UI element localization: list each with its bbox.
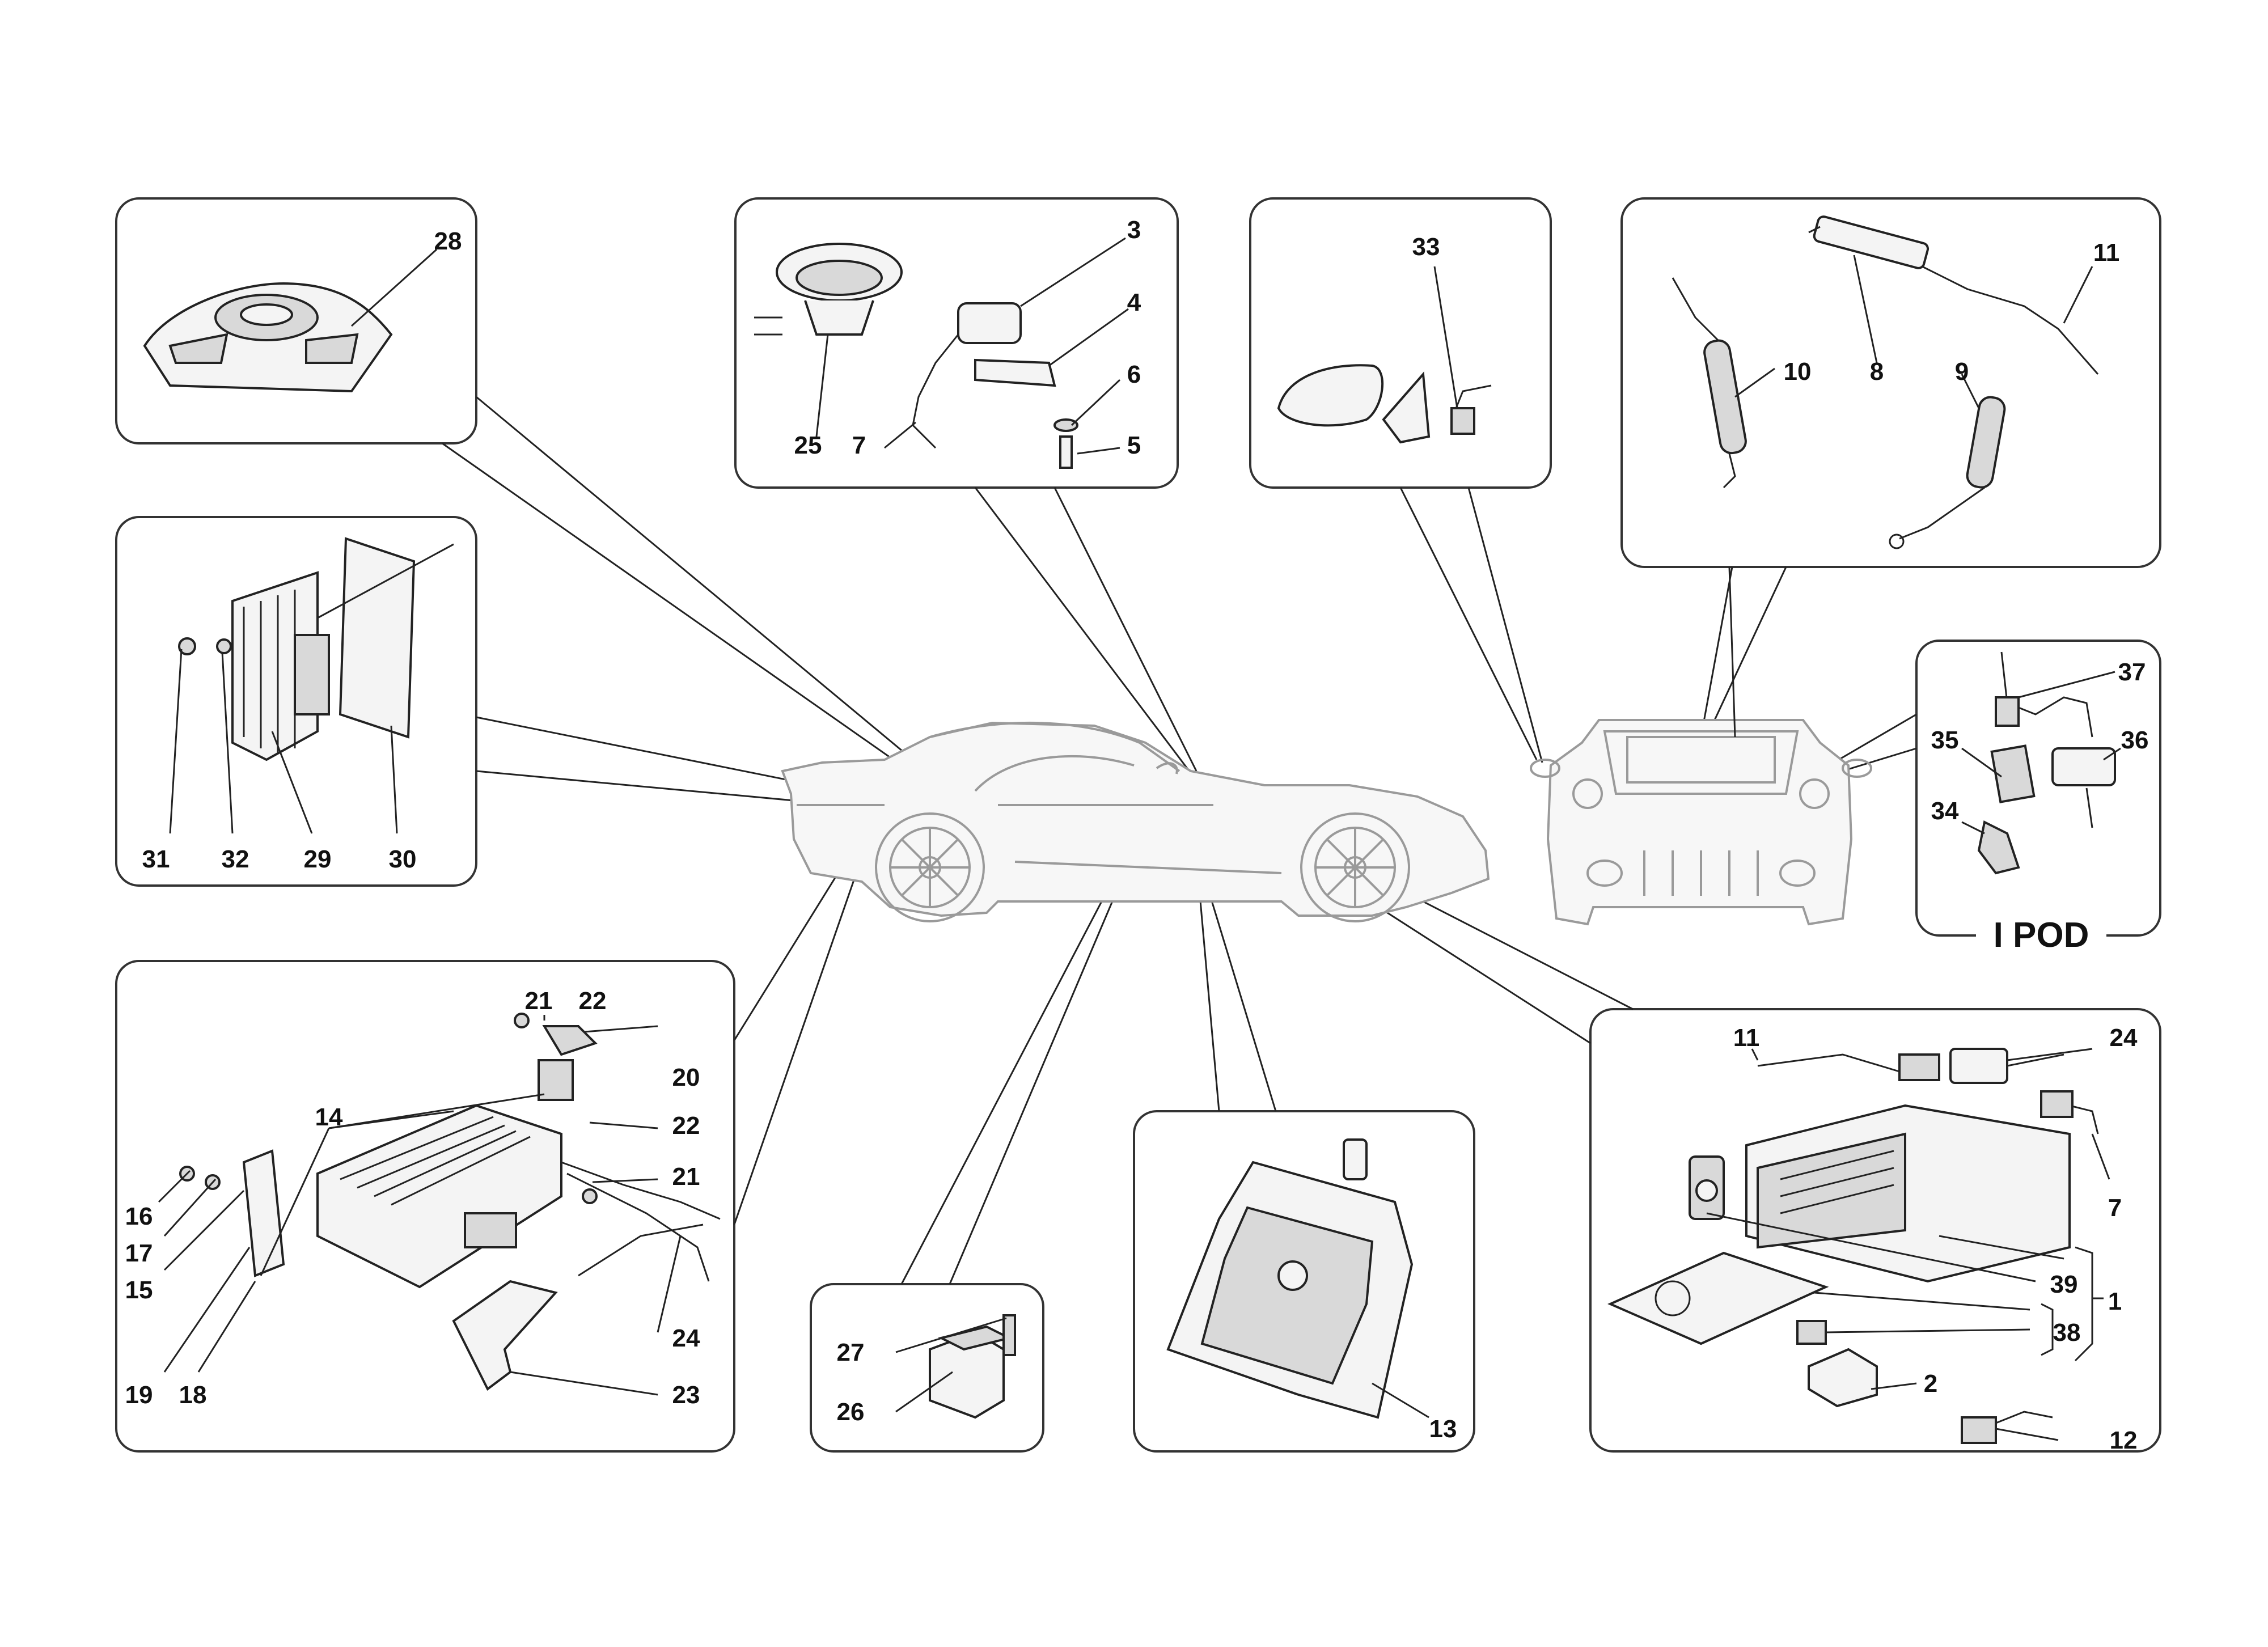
rear-antenna-leaders	[1728, 255, 2093, 738]
callout-21-top: 21	[525, 987, 553, 1015]
callout-11-bottom: 11	[1733, 1024, 1760, 1052]
rear-antenna-parts	[1672, 215, 2099, 549]
callout-17: 17	[125, 1239, 153, 1267]
callout-35: 35	[1931, 726, 1959, 754]
callout-8: 8	[1870, 358, 1884, 386]
mirror-part	[1277, 364, 1492, 444]
callout-22-mid: 22	[672, 1112, 700, 1140]
callout-6: 6	[1127, 361, 1141, 388]
bracket-parts	[929, 1314, 1016, 1419]
ipod-parts	[1977, 651, 2116, 875]
speaker-leaders	[815, 237, 1129, 455]
callout-23: 23	[672, 1381, 700, 1409]
callout-7-top: 7	[852, 431, 866, 459]
callout-labels: 28 3 4 6 5 25 7 33 11 10 8 9 31 32 29 30…	[125, 216, 2149, 1454]
cd-changer-leaders	[158, 1015, 682, 1396]
callout-39: 39	[2050, 1271, 2078, 1298]
callout-33: 33	[1412, 233, 1440, 261]
callout-1: 1	[2108, 1288, 2122, 1315]
callout-11-top: 11	[2093, 239, 2120, 266]
callout-26: 26	[837, 1398, 865, 1426]
amplifier-part	[178, 537, 416, 761]
callout-7-bottom: 7	[2108, 1194, 2122, 1222]
callout-13: 13	[1429, 1415, 1457, 1443]
callout-21-mid: 21	[672, 1163, 700, 1191]
callout-12: 12	[2110, 1426, 2138, 1454]
callout-24-left: 24	[672, 1324, 700, 1352]
callout-18: 18	[179, 1381, 207, 1409]
panel-rear-antennas	[1620, 197, 2161, 568]
callout-20: 20	[672, 1064, 700, 1091]
speaker-antenna-parts	[754, 243, 1078, 469]
car-side-view	[781, 721, 1490, 922]
callout-32: 32	[222, 845, 249, 873]
callout-36: 36	[2121, 726, 2149, 754]
callout-15: 15	[125, 1276, 153, 1304]
callout-3: 3	[1127, 216, 1141, 244]
panel-mirror-antenna	[1249, 197, 1552, 489]
callout-4: 4	[1127, 289, 1141, 316]
callout-30: 30	[389, 845, 417, 873]
callout-37: 37	[2118, 658, 2146, 686]
head-unit-leaders	[1706, 1048, 2110, 1441]
cd-changer-parts	[179, 1013, 721, 1391]
callout-9: 9	[1955, 358, 1969, 386]
ipod-leaders	[1961, 671, 2121, 835]
callout-2: 2	[1924, 1370, 1937, 1398]
ipod-section-label: I POD	[1994, 916, 2089, 955]
holder-part	[1166, 1138, 1414, 1419]
callout-14: 14	[315, 1103, 343, 1131]
callout-38: 38	[2053, 1319, 2081, 1347]
callout-29: 29	[304, 845, 332, 873]
callout-5: 5	[1127, 431, 1141, 459]
callout-16: 16	[125, 1203, 153, 1230]
callout-34: 34	[1931, 797, 1959, 825]
callout-10: 10	[1784, 358, 1812, 386]
callout-31: 31	[142, 845, 170, 873]
callout-25: 25	[794, 431, 822, 459]
bracket-leaders	[895, 1317, 1007, 1413]
subwoofer-part	[143, 282, 393, 393]
callout-22-top: 22	[579, 987, 607, 1015]
ipod-label-bg	[1976, 913, 2106, 958]
panel-bracket	[810, 1283, 1044, 1453]
amplifier-leaders	[169, 543, 454, 834]
callout-27: 27	[837, 1339, 865, 1366]
callout-28: 28	[434, 227, 462, 255]
car-rear-view	[1530, 719, 1872, 926]
callout-19: 19	[125, 1381, 153, 1409]
callout-24-right: 24	[2110, 1024, 2138, 1052]
